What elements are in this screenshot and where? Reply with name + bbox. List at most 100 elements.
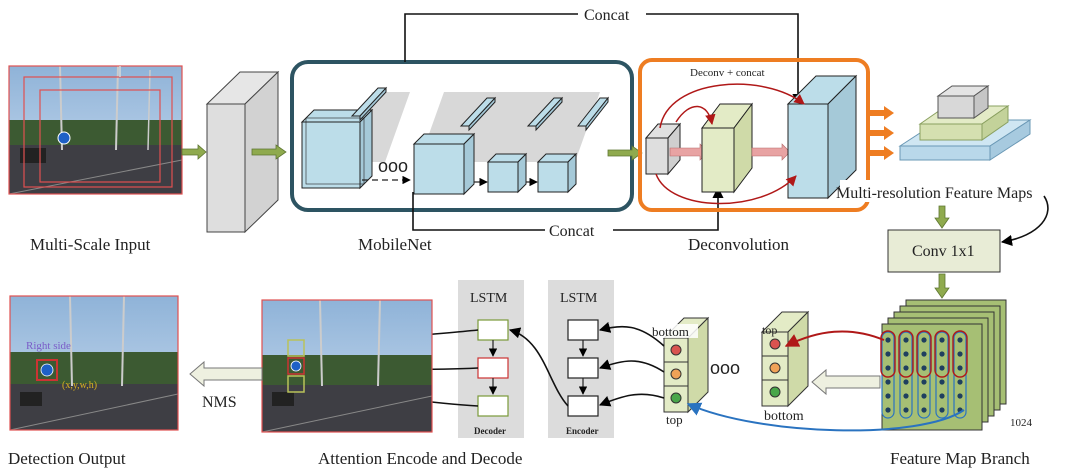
seq-to-encoder-1 <box>598 321 665 347</box>
mobilenet-bar-3 <box>526 96 564 132</box>
feature-map-grid <box>880 330 968 419</box>
red-arrow-grid-to-seq <box>784 330 885 347</box>
grid-dot <box>921 407 927 413</box>
nms-label: NMS <box>202 394 237 411</box>
green-arrow-slab <box>251 144 287 160</box>
grid-dot <box>885 351 891 357</box>
red-arc-bottom <box>655 173 797 205</box>
hollow-arrow-featuremap <box>811 368 881 396</box>
mobilenet-ellipsis: ooo <box>378 156 408 176</box>
attention-box-1 <box>287 339 305 357</box>
green-arrow-down-2 <box>934 273 950 299</box>
deconv-cube-large <box>786 74 858 200</box>
grid-dot <box>957 351 963 357</box>
grid-column-highlight <box>916 330 932 378</box>
grid-dot <box>939 407 945 413</box>
red-arc-top-short <box>675 105 716 126</box>
grid-dot <box>903 379 909 385</box>
grid-dot <box>939 393 945 399</box>
grid-dot <box>939 351 945 357</box>
grid-dot <box>921 393 927 399</box>
multires-label: Multi-resolution Feature Maps <box>836 185 1032 202</box>
grid-column-outline <box>881 331 895 419</box>
attention-image <box>261 299 433 433</box>
seq-to-encoder-2 <box>598 359 665 373</box>
deconv-concat-label: Deconv + concat <box>690 67 765 79</box>
grid-dot <box>957 365 963 371</box>
caption-attention: Attention Encode and Decode <box>318 449 522 468</box>
grid-dot <box>903 407 909 413</box>
grid-dot <box>921 351 927 357</box>
channels-label: 1024 <box>1010 417 1033 429</box>
grid-column-outline <box>953 331 967 419</box>
grid-dot <box>957 393 963 399</box>
grid-dot <box>921 337 927 343</box>
label-bottom-right: bottom <box>764 409 804 424</box>
multi-scale-input <box>8 65 183 195</box>
grid-column-highlight <box>898 330 914 378</box>
decoder-cell-1 <box>477 319 509 341</box>
mobilenet-bar-4 <box>576 96 610 132</box>
encoder-label: Encoder <box>566 426 599 436</box>
detection-box <box>36 359 58 381</box>
mobilenet-bar-2 <box>459 96 497 132</box>
concat-bottom-bg <box>545 221 613 239</box>
detection-sign <box>40 363 54 377</box>
bottom-label-bg <box>650 324 698 338</box>
conv-box <box>887 229 1001 273</box>
encoder-to-decoder <box>508 327 569 407</box>
multires-label-bg <box>840 180 1086 202</box>
mobilenet-cube-large <box>300 108 374 190</box>
conv-label: Conv 1x1 <box>912 243 975 260</box>
multires-pyramid <box>898 85 1032 161</box>
grid-dot <box>885 365 891 371</box>
deconv-cube-medium <box>701 102 753 194</box>
grid-dot <box>903 351 909 357</box>
scale-box-2 <box>23 76 173 188</box>
label-bottom-left: bottom <box>652 324 689 339</box>
arrow-to-conv <box>1000 195 1049 246</box>
grid-dot <box>921 379 927 385</box>
grid-column-highlight <box>934 330 950 378</box>
blue-arrow-grid-to-seq <box>686 402 965 432</box>
label-top-right: top <box>762 323 777 337</box>
nms-arrow <box>189 360 263 388</box>
decoder-cell-2 <box>477 357 509 379</box>
seq-to-encoder-3 <box>598 393 665 407</box>
grid-dot <box>885 407 891 413</box>
mobilenet-frame <box>290 60 634 212</box>
caption-mobilenet: MobileNet <box>358 235 432 254</box>
grid-dot <box>921 365 927 371</box>
decoder-label: Decoder <box>474 426 506 436</box>
mobilenet-cube-small-1 <box>486 152 528 194</box>
feature-map-stack <box>881 299 1007 431</box>
grid-dot <box>939 379 945 385</box>
road-scene-image <box>8 65 183 195</box>
grid-column-highlight <box>952 330 968 378</box>
right-side-label: Right side <box>26 340 71 352</box>
orange-arrow-1 <box>866 106 894 120</box>
grid-dot <box>957 337 963 343</box>
grid-column-outline <box>917 331 931 419</box>
lstm-decoder-label: LSTM <box>470 291 508 306</box>
grid-dot <box>903 337 909 343</box>
sequence-left <box>662 316 710 414</box>
label-top-left: top <box>666 412 683 427</box>
attention-box-3 <box>287 375 305 393</box>
lstm-encoder-label: LSTM <box>560 291 598 306</box>
concat-top-label: Concat <box>584 7 630 24</box>
pink-arrow-2 <box>751 143 791 161</box>
mobilenet-cube-medium <box>412 132 476 196</box>
green-arrow-down-1 <box>934 205 950 229</box>
caption-deconvolution: Deconvolution <box>688 235 790 254</box>
encoder-cell-3 <box>567 395 599 417</box>
grid-dot <box>885 393 891 399</box>
concat-top-bg <box>578 5 646 23</box>
encoder-cell-2 <box>567 357 599 379</box>
attention-sign <box>290 360 302 372</box>
scale-box-3 <box>39 89 161 183</box>
red-arc-top-long <box>659 83 805 129</box>
concat-bottom-label: Concat <box>549 223 595 240</box>
grid-column-highlight <box>880 330 896 378</box>
